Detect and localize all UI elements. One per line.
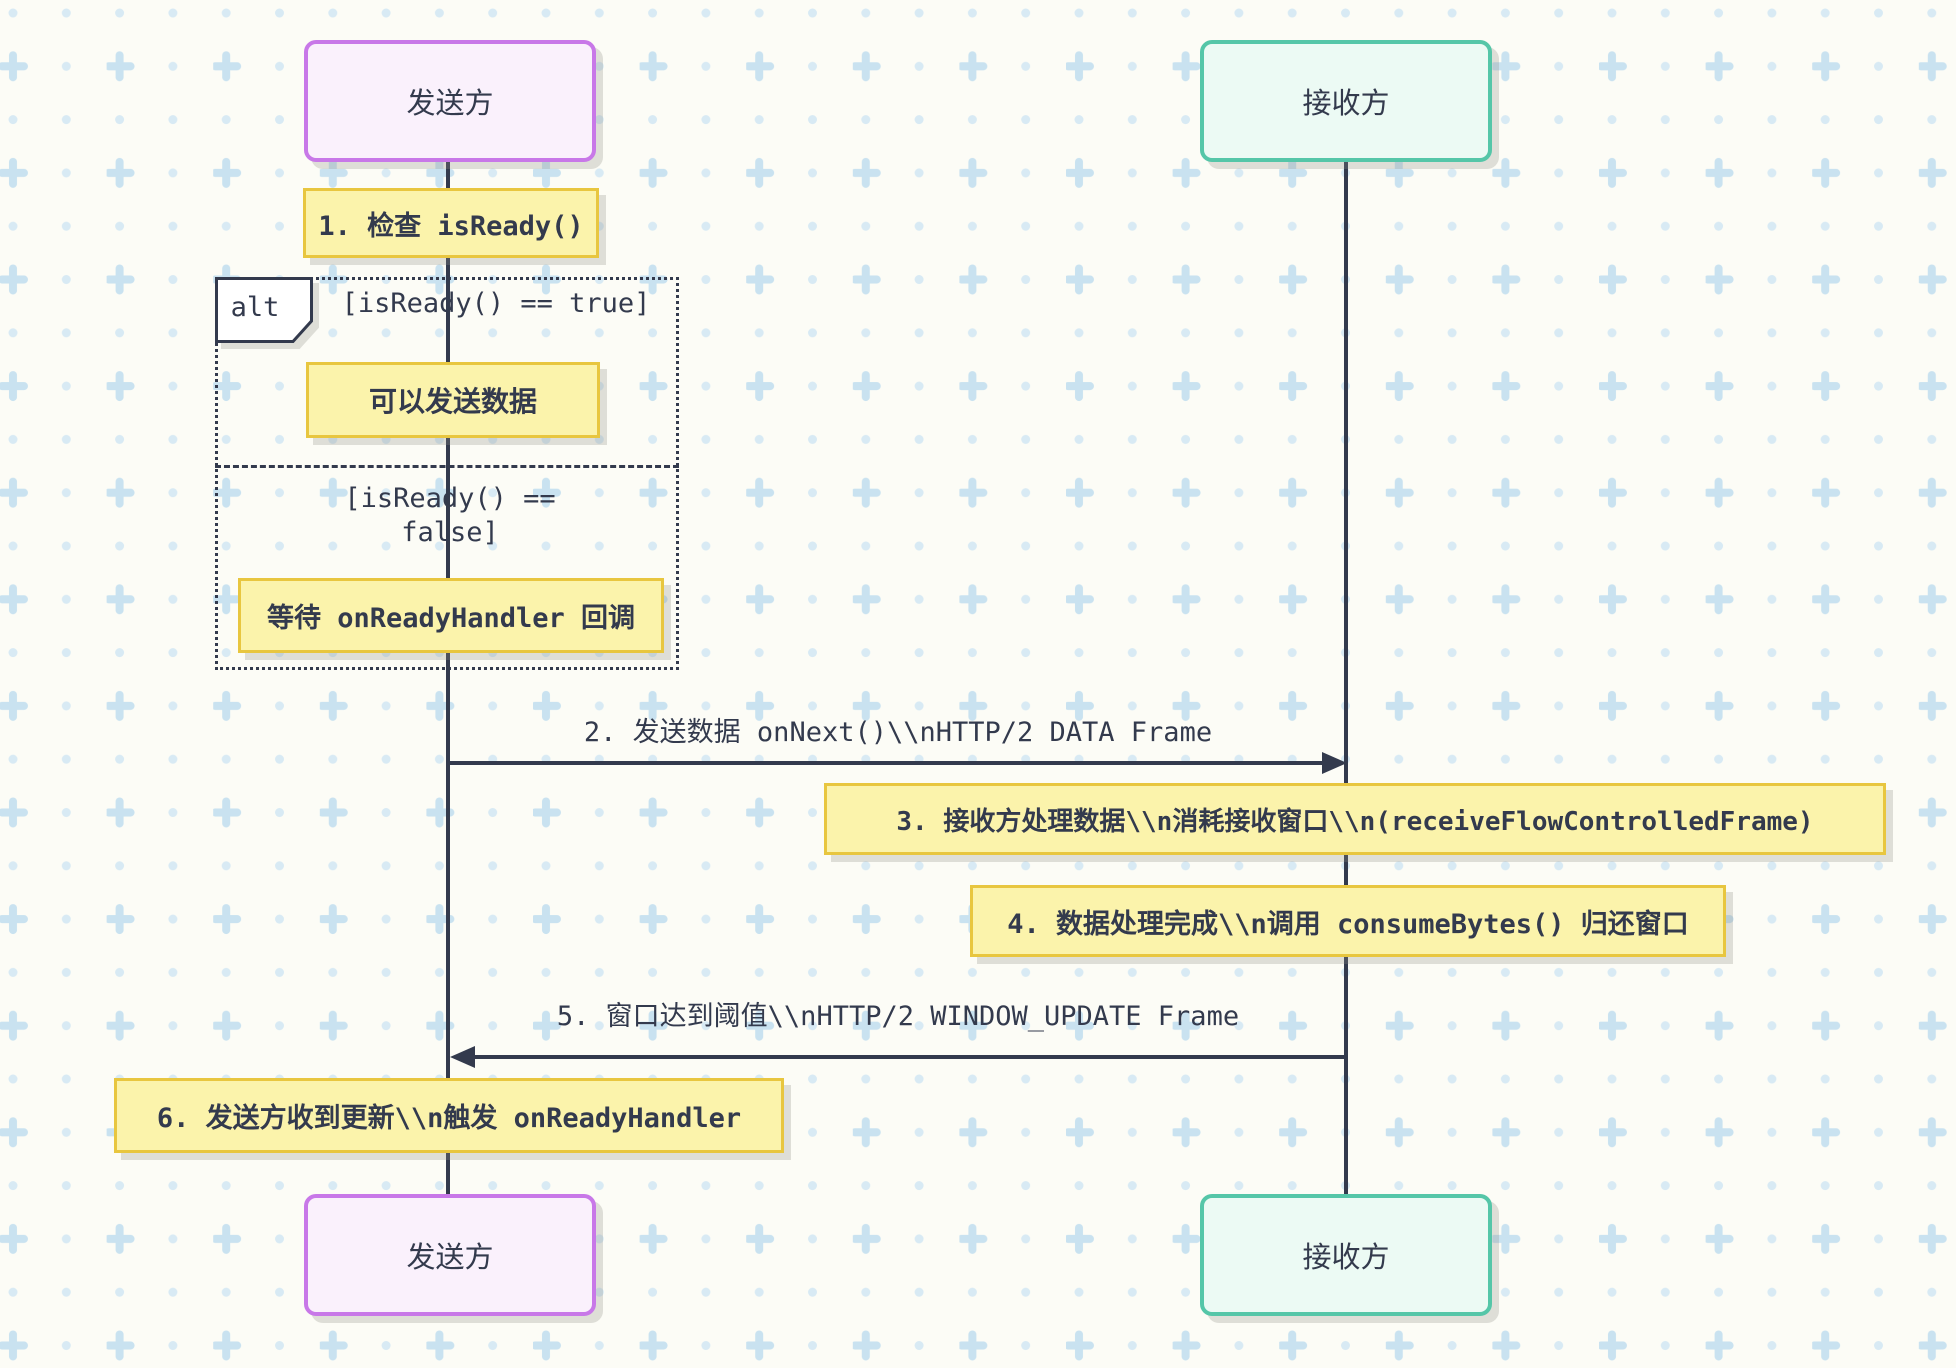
note-1-text: 1. 检查 isReady() xyxy=(318,210,584,242)
actor-sender-bottom[interactable]: 发送方 xyxy=(304,1194,596,1316)
guard-true: [isReady() == true] xyxy=(341,288,651,319)
alt-divider xyxy=(215,465,679,468)
message-2-arrow[interactable] xyxy=(450,761,1324,765)
sender-lifeline xyxy=(446,161,450,1196)
message-2-label: 2. 发送数据 onNext()\\nHTTP/2 DATA Frame xyxy=(583,717,1213,748)
note-wait-callback[interactable]: 等待 onReadyHandler 回调 xyxy=(238,578,664,653)
actor-sender-top-label: 发送方 xyxy=(406,86,494,120)
actor-receiver-bottom-label: 接收方 xyxy=(1302,1240,1390,1274)
note-can-send[interactable]: 可以发送数据 xyxy=(306,362,600,438)
note-4-text: 4. 数据处理完成\\n调用 consumeBytes() 归还窗口 xyxy=(1007,908,1689,940)
note-3-receiver-process[interactable]: 3. 接收方处理数据\\n消耗接收窗口\\n(receiveFlowContro… xyxy=(824,783,1886,855)
guard-false: [isReady() == false] xyxy=(344,483,556,548)
arrowhead-right-icon xyxy=(1322,752,1347,774)
message-5-arrow[interactable] xyxy=(472,1055,1346,1059)
arrowhead-left-icon xyxy=(450,1046,475,1068)
note-6-sender-update[interactable]: 6. 发送方收到更新\\n触发 onReadyHandler xyxy=(114,1078,784,1153)
note-3-text: 3. 接收方处理数据\\n消耗接收窗口\\n(receiveFlowContro… xyxy=(896,806,1814,837)
alt-frame[interactable] xyxy=(215,277,679,670)
actor-receiver-top[interactable]: 接收方 xyxy=(1200,40,1492,162)
actor-sender-bottom-label: 发送方 xyxy=(406,1240,494,1274)
note-6-text: 6. 发送方收到更新\\n触发 onReadyHandler xyxy=(156,1103,742,1134)
note-can-send-text: 可以发送数据 xyxy=(368,385,537,418)
actor-receiver-bottom[interactable]: 接收方 xyxy=(1200,1194,1492,1316)
receiver-lifeline xyxy=(1344,161,1348,1196)
alt-label-text: alt xyxy=(230,291,280,323)
alt-label: alt xyxy=(215,277,313,343)
actor-receiver-top-label: 接收方 xyxy=(1302,86,1390,120)
note-4-consume-bytes[interactable]: 4. 数据处理完成\\n调用 consumeBytes() 归还窗口 xyxy=(970,885,1726,957)
note-wait-callback-text: 等待 onReadyHandler 回调 xyxy=(266,603,636,634)
note-1-check-isready[interactable]: 1. 检查 isReady() xyxy=(303,188,599,258)
actor-sender-top[interactable]: 发送方 xyxy=(304,40,596,162)
message-5-label: 5. 窗口达到阈值\\nHTTP/2 WINDOW_UPDATE Frame xyxy=(556,1001,1240,1032)
